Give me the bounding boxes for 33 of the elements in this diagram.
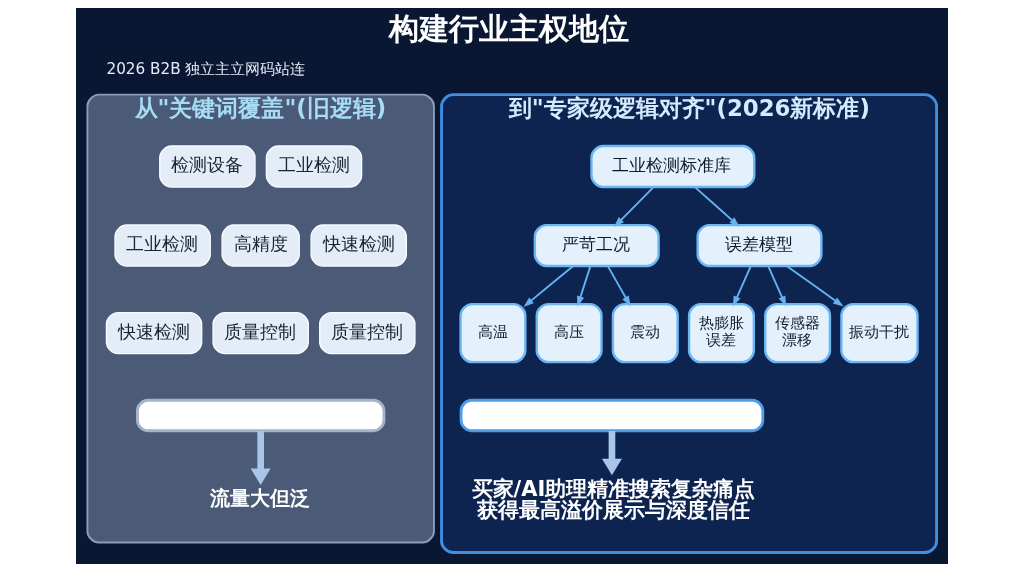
arrow [601, 431, 622, 476]
node-box [459, 398, 765, 433]
arrow [786, 265, 844, 307]
node-box [135, 398, 386, 433]
node-text: 流量大但泛 [210, 486, 311, 511]
node-box: 工业检测 [114, 224, 211, 267]
node-box: 严苛工况 [533, 223, 660, 268]
node-box: 高压 [535, 302, 603, 364]
node-box: 传感器漂移 [764, 302, 832, 364]
node-box: 快速检测 [310, 224, 408, 267]
node-box: 误差模型 [696, 223, 823, 268]
node-text: 买家/AI助理精准搜索复杂痛点获得最高溢价展示与深度信任 [471, 477, 756, 522]
diagram-title: 构建行业主权地位 [388, 11, 629, 47]
arrow [577, 265, 592, 307]
arrow [694, 186, 740, 227]
node-box: 质量控制 [319, 311, 416, 355]
arrow [250, 431, 271, 485]
node-box: 高温 [459, 302, 527, 364]
arrow [607, 265, 631, 307]
node-box: 热膨胀误差 [687, 302, 755, 364]
label: 2026 B2B 独立主立网码站连 [106, 59, 306, 78]
node-box: 工业检测标准库 [590, 144, 756, 189]
node-box: 快速检测 [105, 311, 203, 355]
node-box: 工业检测 [265, 145, 363, 188]
arrow [614, 186, 655, 228]
node-box: 振动干扰 [840, 302, 919, 364]
node-box: 检测设备 [159, 145, 256, 188]
node-box: 高精度 [221, 224, 300, 267]
node-box: 震动 [611, 302, 679, 364]
arrow [732, 265, 752, 307]
node-box: 质量控制 [212, 311, 309, 355]
arrow [523, 265, 574, 307]
arrow [767, 265, 787, 307]
